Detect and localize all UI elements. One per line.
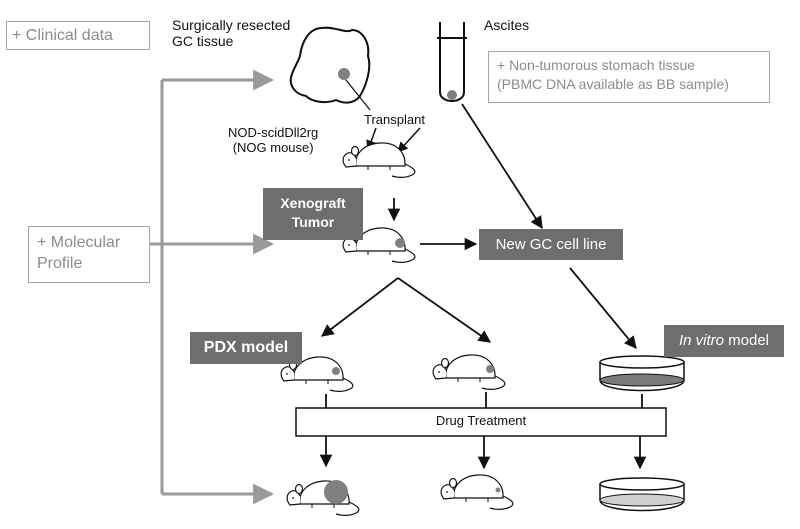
clinical-data-box: + Clinical data (6, 21, 150, 50)
non-tumorous-tissue-box: + Non-tumorous stomach tissue (PBMC DNA … (488, 51, 770, 103)
pdx-mouse-left-icon (280, 356, 354, 392)
xenograft-mouse-icon (342, 227, 416, 263)
pdx-model-box: PDX model (190, 332, 302, 364)
transplant-label: Transplant (364, 112, 425, 127)
nog-mouse-label: NOD-scidDll2rg (NOG mouse) (228, 125, 319, 155)
tissue-leader-line (345, 79, 371, 111)
ascites-label: Ascites (484, 17, 530, 33)
gc-tissue-icon (289, 26, 371, 104)
in-vitro-model-box: In vitro model (664, 325, 784, 357)
surgical-tissue-label: Surgically resected GC tissue (172, 17, 291, 50)
ascites-tube-icon (437, 22, 467, 102)
nog-mouse-icon (342, 142, 416, 178)
cellline-to-invitro-arrow (569, 267, 637, 349)
treated-mouse-small-tumor-icon (440, 474, 514, 510)
clinical-data-label: + Clinical data (12, 27, 113, 44)
ascites-to-cellline-arrow (461, 103, 543, 230)
xenograft-to-pdx-right-arrow (397, 277, 492, 343)
culture-dish-untreated-icon (599, 355, 685, 392)
drug-treatment-box (295, 407, 667, 437)
xenograft-to-pdx-left-arrow (320, 277, 399, 337)
treated-mouse-large-tumor-icon (286, 480, 360, 516)
culture-dish-treated-icon (599, 477, 685, 512)
drug-treatment-label: Drug Treatment (435, 413, 527, 428)
pdx-mouse-right-icon (432, 354, 506, 390)
molecular-profile-box: + Molecular Profile (28, 226, 150, 283)
transplant-arrow-right (397, 127, 421, 153)
xenograft-tumor-box: Xenograft Tumor (263, 188, 363, 240)
clinical-bracket (150, 69, 275, 505)
new-gc-cell-line-box: New GC cell line (479, 229, 623, 260)
